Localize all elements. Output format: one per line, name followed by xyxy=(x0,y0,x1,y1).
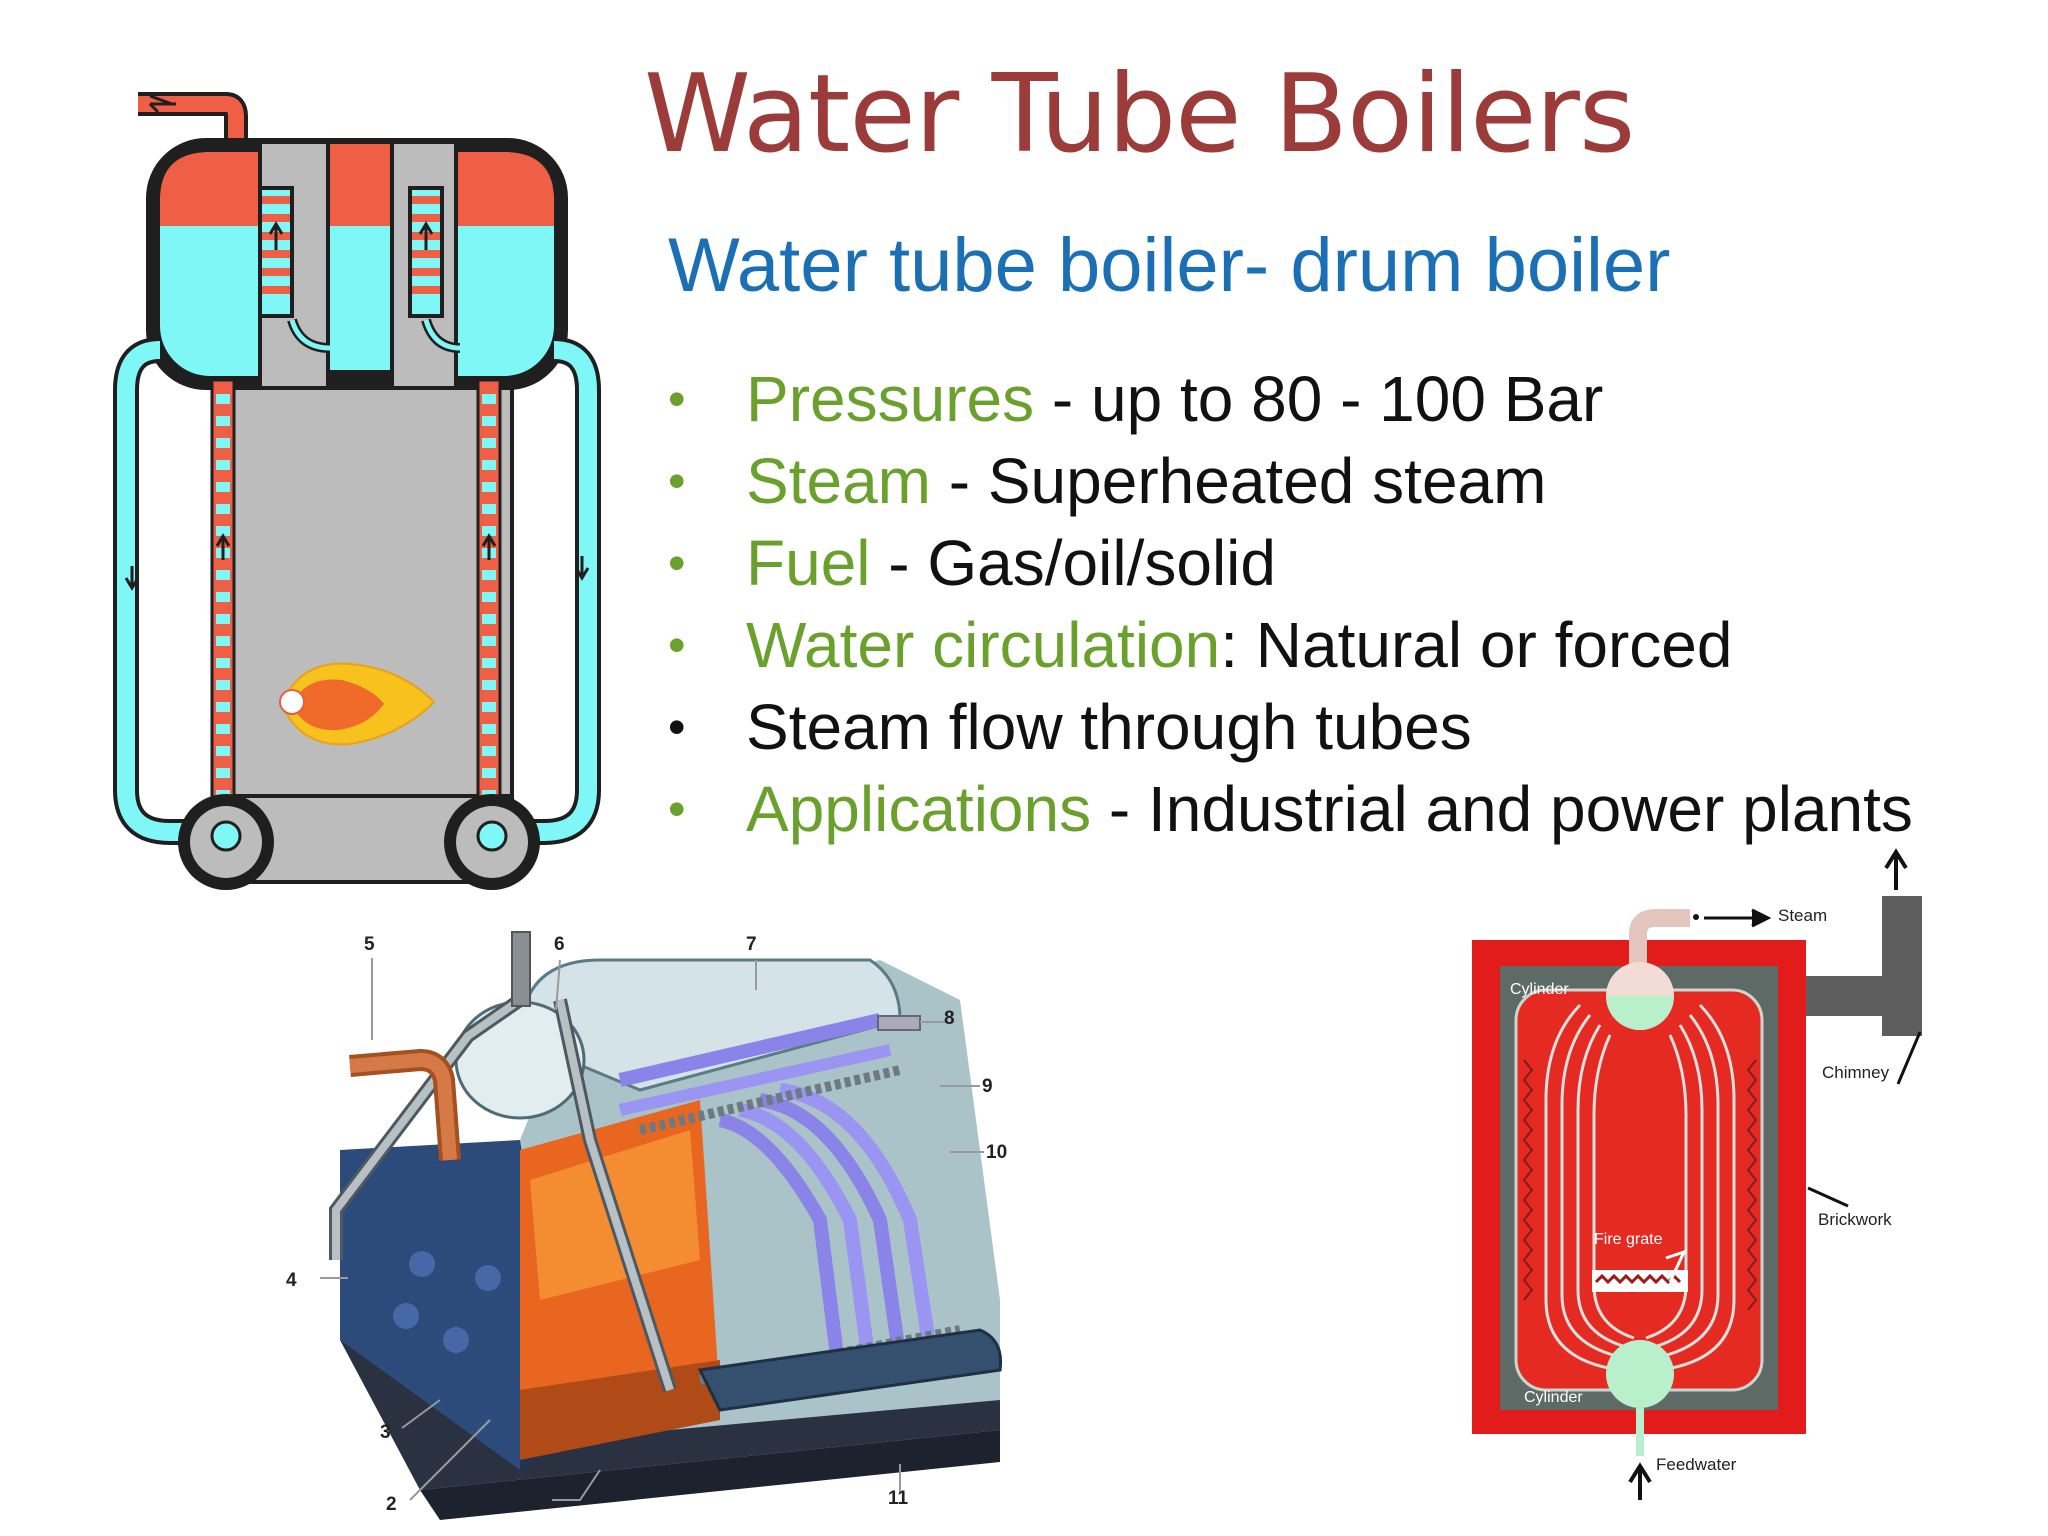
bullet-keyword: Steam xyxy=(746,445,931,517)
label-fire-grate: Fire grate xyxy=(1594,1231,1663,1248)
part-label-1: 1 xyxy=(526,1492,537,1513)
part-label-6: 6 xyxy=(554,934,565,955)
bullet-fuel: • Fuel - Gas/oil/solid xyxy=(666,522,1913,604)
bullet-dot-icon: • xyxy=(668,781,686,837)
part-label-8: 8 xyxy=(944,1008,955,1029)
bullet-dot-icon: • xyxy=(668,371,686,427)
label-chimney: Chimney xyxy=(1822,1063,1890,1082)
bullet-keyword: Fuel xyxy=(746,527,871,599)
part-label-5: 5 xyxy=(364,934,375,955)
part-label-9: 9 xyxy=(982,1076,993,1097)
label-top-cylinder: Cylinder xyxy=(1510,981,1569,998)
bullet-list: • Pressures - up to 80 - 100 Bar • Steam -… xyxy=(666,358,1913,850)
slide-title: Water Tube Boilers xyxy=(644,52,1635,177)
brickwork-boiler-schematic: Steam Chimney Brickwork Feedwater Cylind… xyxy=(1472,848,1922,1500)
bullet-text: - Gas/oil/solid xyxy=(870,527,1276,599)
part-label-10: 10 xyxy=(986,1142,1007,1163)
bullet-keyword: Applications xyxy=(746,773,1092,845)
bullet-water-circulation: • Water circulation: Natural or forced xyxy=(666,604,1913,686)
slide-subtitle: Water tube boiler- drum boiler xyxy=(668,223,1671,308)
bullet-text: - Industrial and power plants xyxy=(1091,773,1913,845)
part-label-3: 3 xyxy=(380,1422,391,1443)
bullet-steam: • Steam - Superheated steam xyxy=(666,440,1913,522)
label-feedwater: Feedwater xyxy=(1656,1455,1737,1474)
part-label-4: 4 xyxy=(286,1270,297,1291)
drum-boiler-diagram xyxy=(113,92,601,890)
bullet-dot-icon: • xyxy=(668,617,686,673)
bullet-applications: • Applications - Industrial and power pla… xyxy=(666,768,1913,850)
label-steam: Steam xyxy=(1778,906,1827,925)
part-label-7: 7 xyxy=(746,934,757,955)
bullet-steam-flow: • Steam flow through tubes xyxy=(666,686,1913,768)
bullet-text: - Superheated steam xyxy=(930,445,1547,517)
bullet-dot-icon: • xyxy=(668,699,686,755)
bullet-keyword: Water circulation xyxy=(746,609,1221,681)
part-label-11: 11 xyxy=(888,1488,909,1509)
label-brickwork: Brickwork xyxy=(1818,1210,1892,1229)
cutaway-boiler-illustration: 1 2 3 4 5 6 7 8 9 10 11 xyxy=(286,931,1007,1520)
bullet-dot-icon: • xyxy=(668,535,686,591)
part-label-2: 2 xyxy=(386,1494,397,1515)
bullet-text: Steam flow through tubes xyxy=(746,691,1472,763)
bullet-keyword: Pressures xyxy=(746,363,1035,435)
bullet-dot-icon: • xyxy=(668,453,686,509)
bullet-text: : Natural or forced xyxy=(1220,609,1733,681)
label-bottom-cylinder: Cylinder xyxy=(1524,1389,1583,1406)
bullet-pressures: • Pressures - up to 80 - 100 Bar xyxy=(666,358,1913,440)
bullet-text: - up to 80 - 100 Bar xyxy=(1034,363,1604,435)
